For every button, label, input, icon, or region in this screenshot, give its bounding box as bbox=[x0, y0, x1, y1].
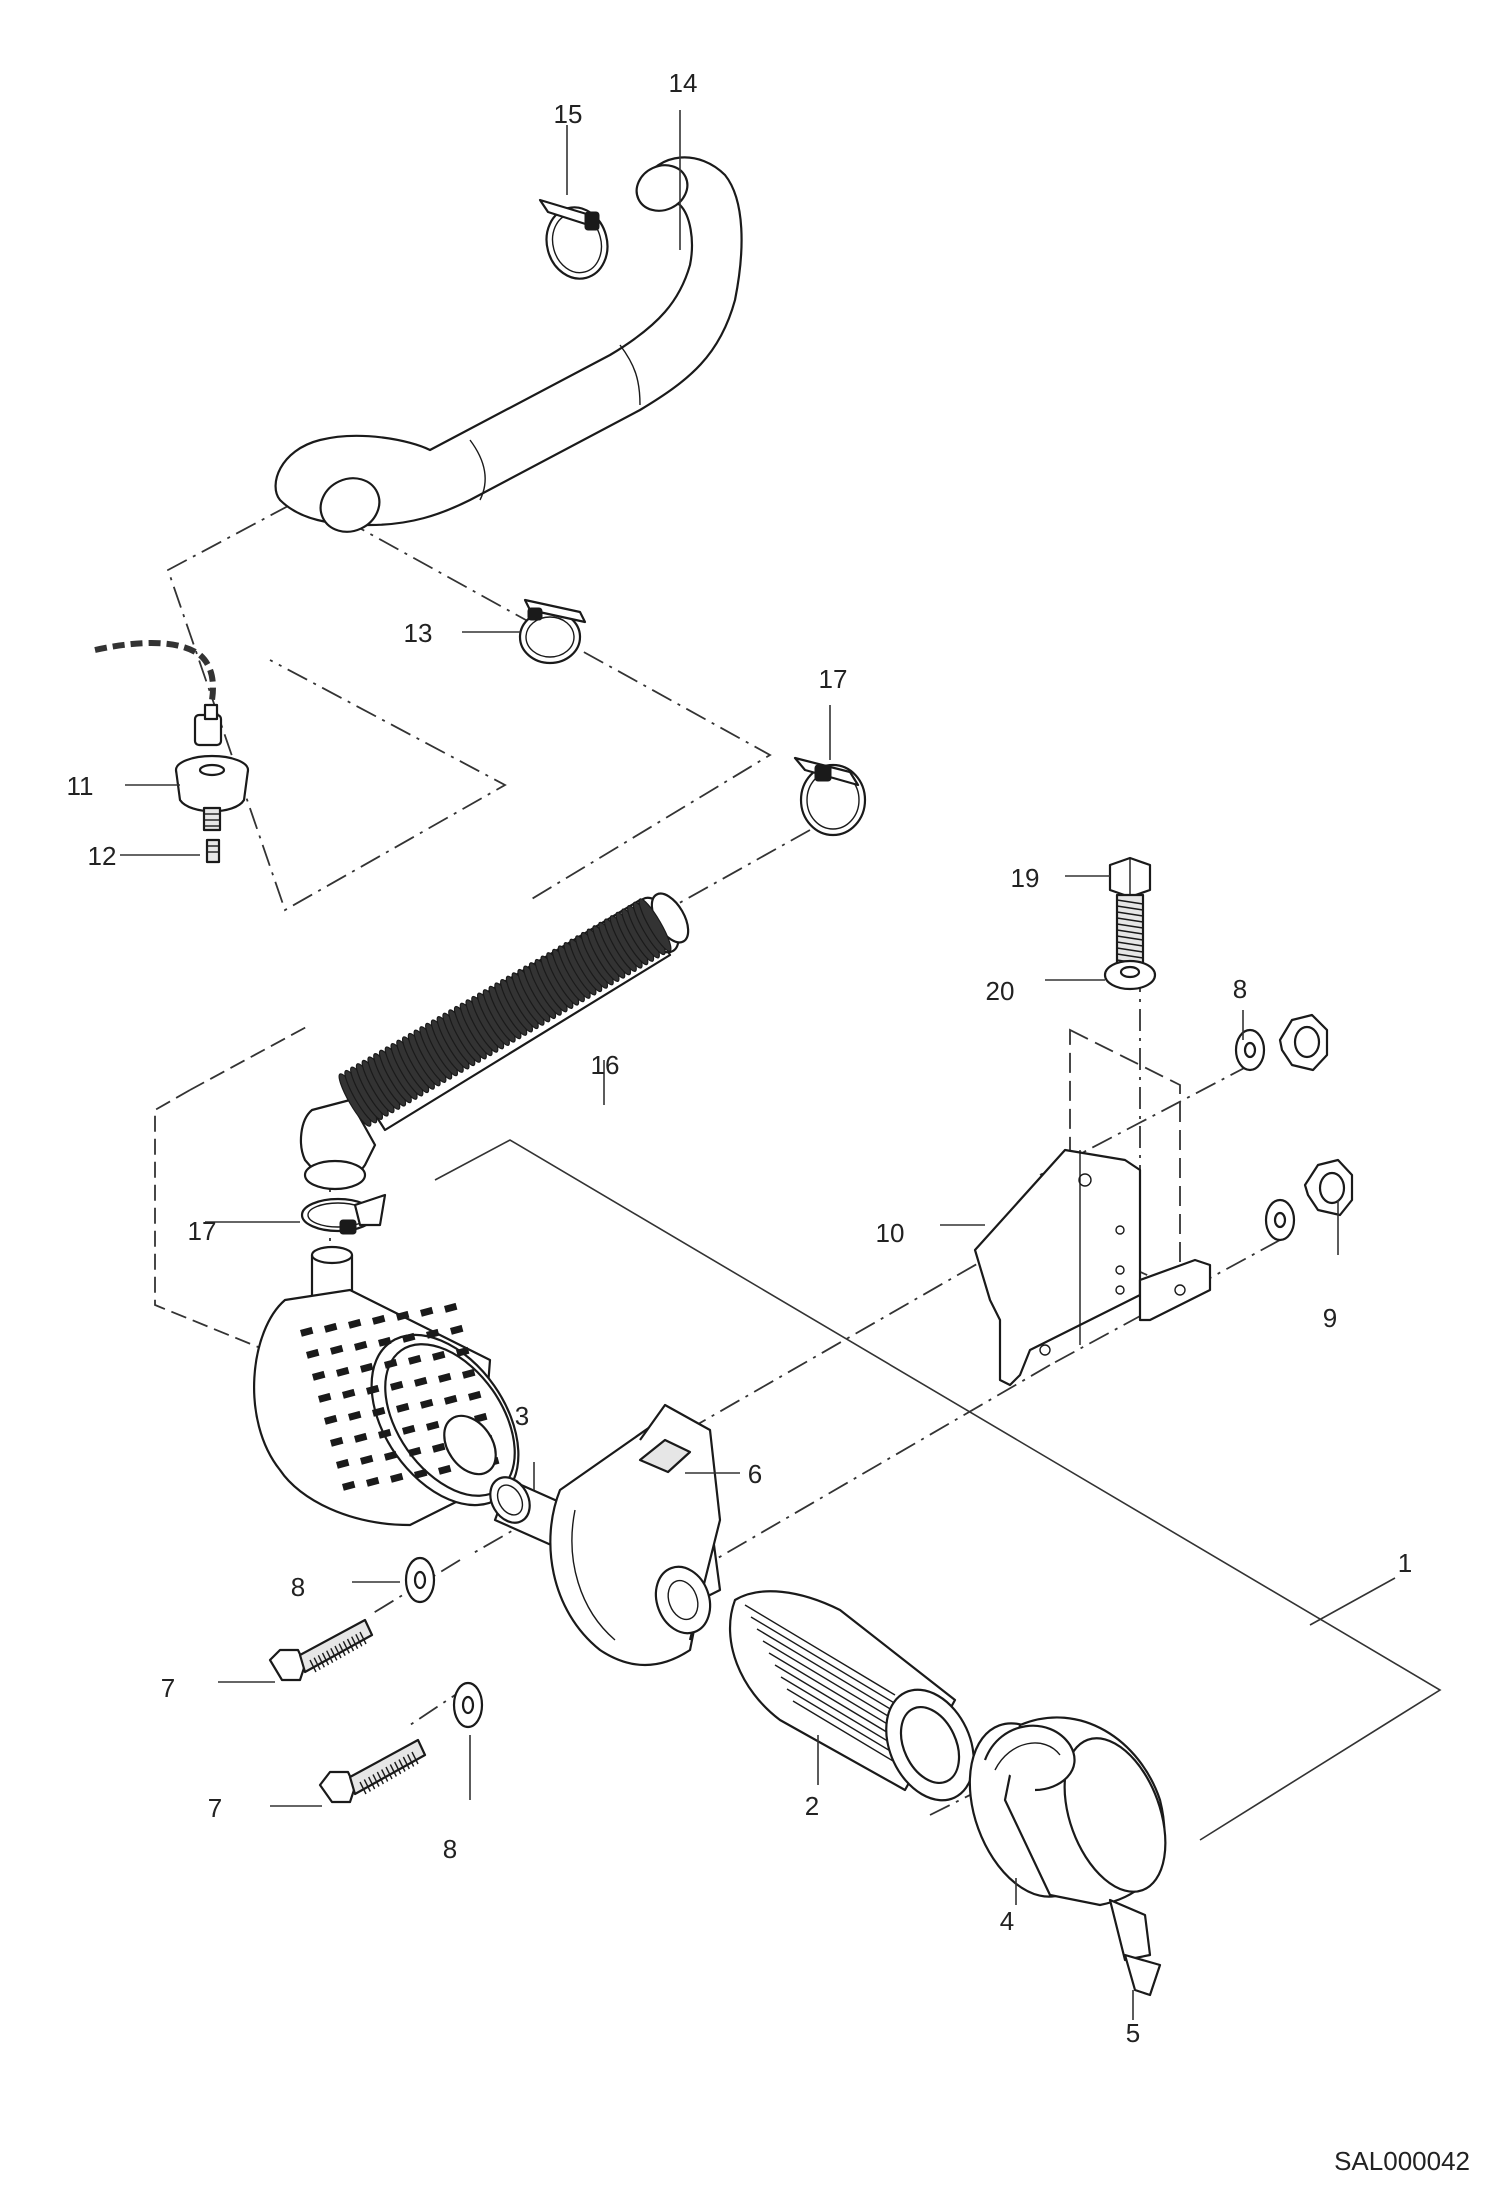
document-id: SAL000042 bbox=[1334, 2146, 1470, 2176]
upper-hose-clamp bbox=[538, 198, 609, 280]
left-washer-upper bbox=[404, 1556, 436, 1604]
callout-8-right: 8 bbox=[1233, 974, 1247, 1004]
callout-7-upper: 7 bbox=[161, 1673, 175, 1703]
right-washer-upper bbox=[1234, 1028, 1266, 1072]
bracket-washer-top bbox=[1103, 959, 1157, 991]
callout-2: 2 bbox=[805, 1791, 819, 1821]
filter-element bbox=[728, 1590, 975, 1802]
right-nut-lower bbox=[1303, 1158, 1354, 1217]
callout-1: 1 bbox=[1398, 1548, 1412, 1578]
dust-valve bbox=[1108, 1898, 1162, 1997]
corrugated-hose bbox=[299, 892, 690, 1191]
callout-5: 5 bbox=[1126, 2018, 1140, 2048]
left-bolt-lower bbox=[318, 1738, 427, 1804]
callout-20: 20 bbox=[986, 976, 1015, 1006]
air-cleaner-cover bbox=[968, 1716, 1167, 1907]
callout-6: 6 bbox=[748, 1459, 762, 1489]
callout-9: 9 bbox=[1323, 1303, 1337, 1333]
callout-14: 14 bbox=[669, 68, 698, 98]
callout-19: 19 bbox=[1011, 863, 1040, 893]
upper-intake-hose bbox=[274, 156, 743, 533]
callout-13: 13 bbox=[404, 618, 433, 648]
lower-hose-clamp-lower bbox=[300, 1193, 387, 1235]
callout-3: 3 bbox=[515, 1401, 529, 1431]
callout-17-lower: 17 bbox=[188, 1216, 217, 1246]
left-bolt-upper bbox=[268, 1618, 374, 1682]
middle-hose-clamp bbox=[518, 598, 587, 665]
assembly-bracket bbox=[434, 1139, 1442, 1841]
lower-hose-clamp-upper bbox=[793, 756, 867, 837]
left-washer-lower bbox=[452, 1681, 484, 1729]
callout-11: 11 bbox=[67, 771, 94, 801]
callout-17-upper: 17 bbox=[819, 664, 848, 694]
right-washer-lower bbox=[1264, 1198, 1296, 1242]
callout-12: 12 bbox=[88, 841, 117, 871]
right-nut-upper bbox=[1278, 1013, 1329, 1072]
callout-7-lower: 7 bbox=[208, 1793, 222, 1823]
callout-16: 16 bbox=[591, 1050, 620, 1080]
callout-15: 15 bbox=[554, 99, 583, 129]
mounting-bracket bbox=[973, 1028, 1212, 1387]
service-indicator bbox=[94, 640, 250, 864]
air-cleaner-inlet-housing bbox=[253, 1245, 520, 1527]
leader-lines bbox=[120, 110, 1339, 2020]
callout-10: 10 bbox=[876, 1218, 905, 1248]
callout-8-left: 8 bbox=[291, 1572, 305, 1602]
callout-4: 4 bbox=[1000, 1906, 1014, 1936]
callout-labels: 1 2 3 4 5 6 7 7 8 8 8 9 10 11 12 13 14 1… bbox=[67, 68, 1413, 2048]
callout-8-bottom: 8 bbox=[443, 1834, 457, 1864]
air-cleaner-holder bbox=[549, 1403, 722, 1666]
bracket-bolt bbox=[1108, 856, 1152, 967]
